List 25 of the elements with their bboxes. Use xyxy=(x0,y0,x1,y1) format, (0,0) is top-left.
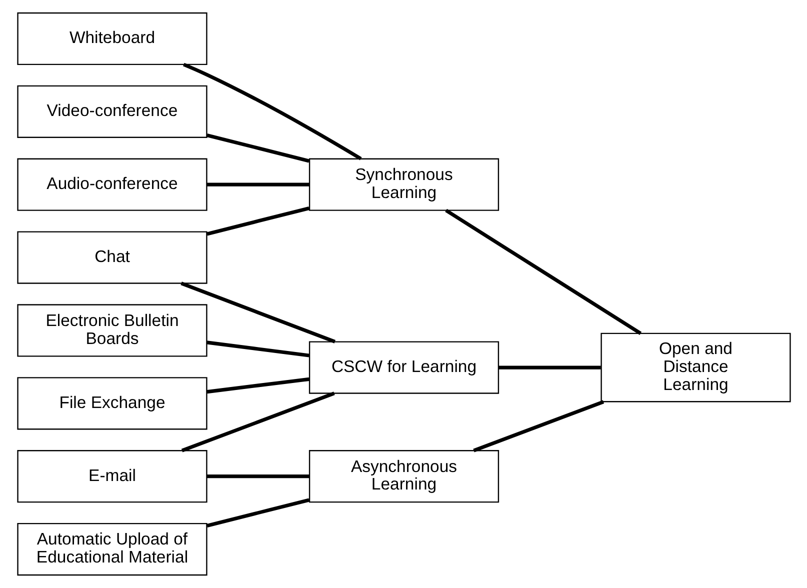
connector xyxy=(206,206,310,236)
node-box: Chat xyxy=(16,231,207,284)
connector xyxy=(180,392,334,452)
node-box: Electronic Bulletin Boards xyxy=(16,304,207,357)
connector xyxy=(444,208,642,335)
node-box: Whiteboard xyxy=(16,12,207,66)
node-box: CSCW for Learning xyxy=(308,341,499,394)
connector xyxy=(182,62,362,160)
connector xyxy=(472,400,604,452)
node-box: Asynchronous Learning xyxy=(308,450,499,503)
node-box: Audio-conference xyxy=(16,158,207,211)
node-box: Automatic Upload of Educational Material xyxy=(16,522,207,576)
connector xyxy=(206,340,309,358)
connector xyxy=(206,134,310,163)
connector xyxy=(206,474,309,478)
connector xyxy=(206,182,309,186)
node-box: File Exchange xyxy=(16,377,207,430)
node-box: Synchronous Learning xyxy=(308,158,499,211)
connector xyxy=(206,377,309,394)
connector xyxy=(180,282,336,344)
node-box: Video-conference xyxy=(16,85,207,138)
connector xyxy=(206,498,310,528)
node-box: E-mail xyxy=(16,450,207,503)
node-box: Open and Distance Learning xyxy=(600,332,790,402)
connector xyxy=(498,366,600,370)
